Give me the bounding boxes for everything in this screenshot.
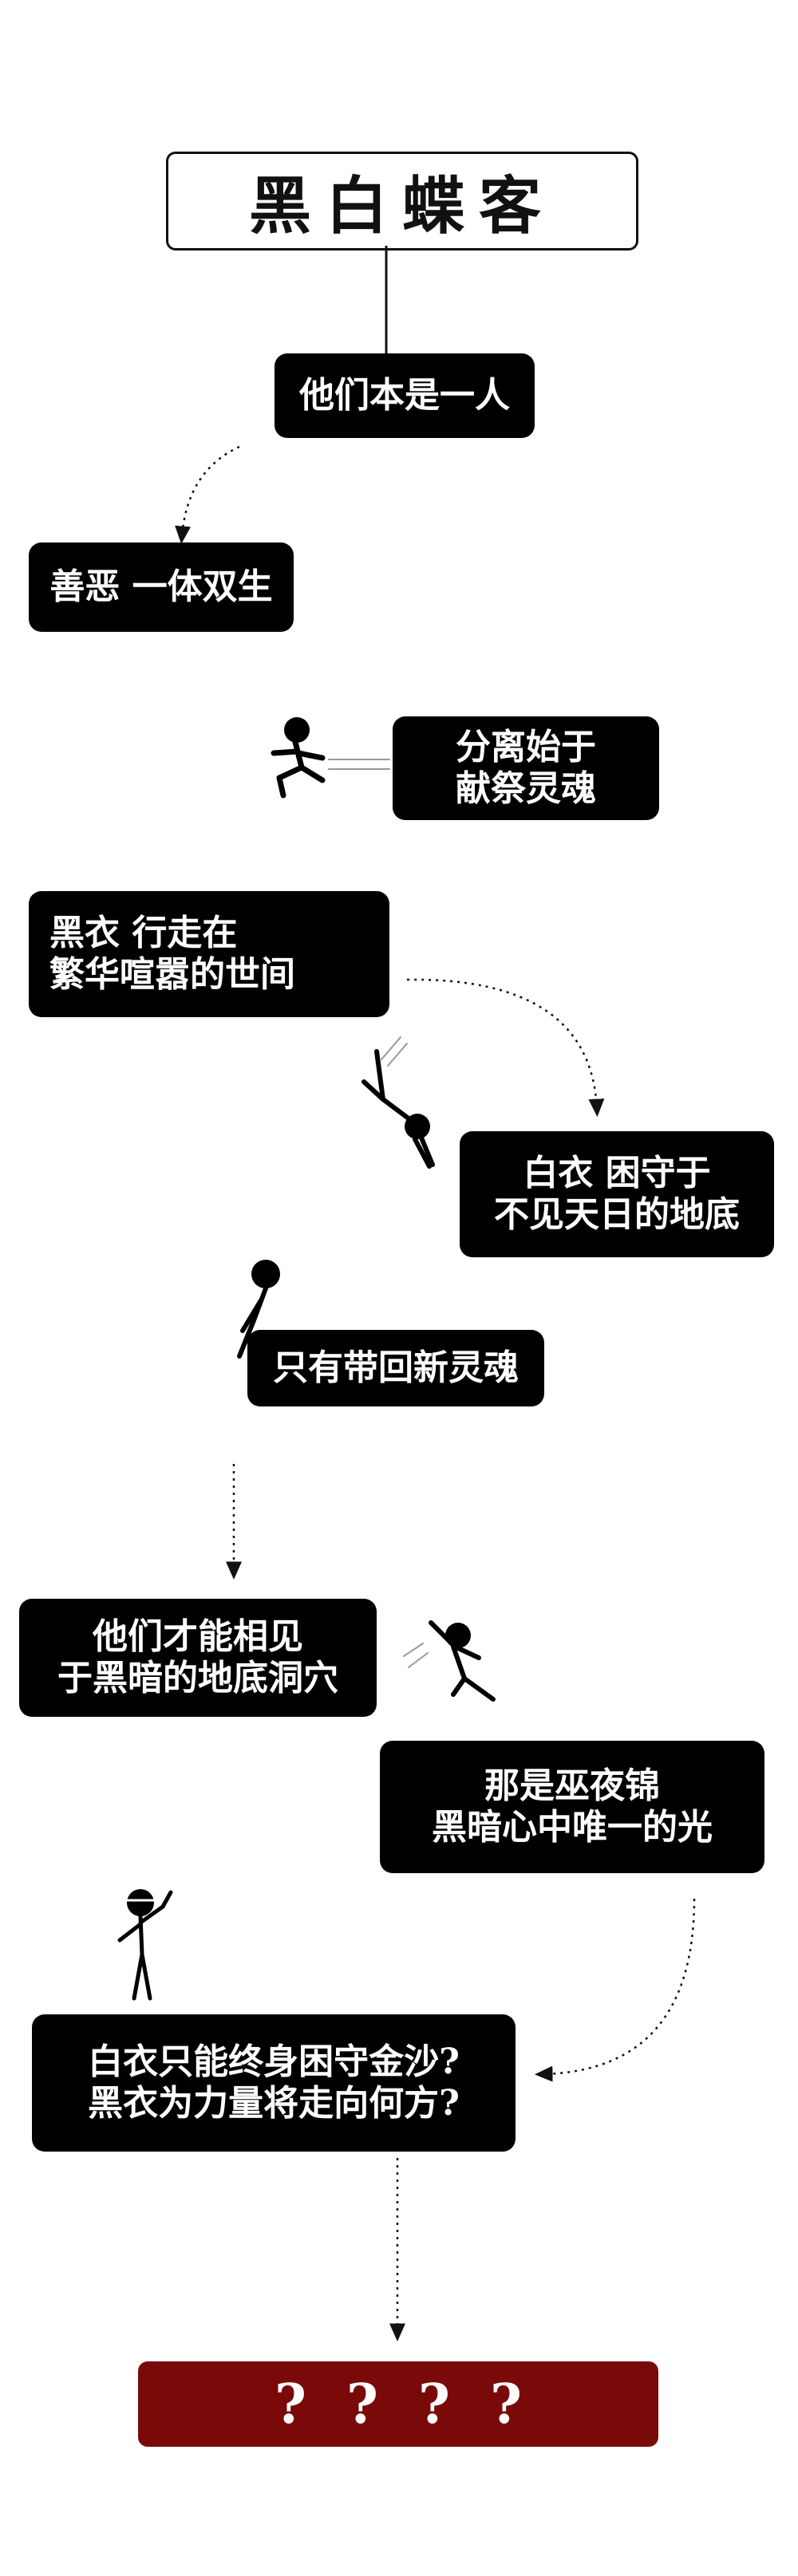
connector-1-2 xyxy=(175,445,240,544)
connector-4-5 xyxy=(406,978,605,1117)
node-new-soul: 只有带回新灵魂 xyxy=(247,1330,544,1406)
stick-figure-standing-icon xyxy=(117,1889,173,2001)
node-black-walks: 黑衣 行走在 繁华喧嚣的世间 xyxy=(29,891,389,1017)
node-meet: 他们才能相见 于黑暗的地底洞穴 xyxy=(19,1599,377,1717)
question-mark: ? xyxy=(490,2372,522,2436)
stick-figure-sitting-icon xyxy=(237,1260,280,1359)
node-good-evil: 善恶 一体双生 xyxy=(29,542,294,632)
question-mark: ? xyxy=(418,2372,450,2436)
question-mark: ? xyxy=(275,2372,306,2436)
final-question-box: ? ? ? ? xyxy=(138,2361,658,2447)
node-light: 那是巫夜锦 黑暗心中唯一的光 xyxy=(380,1741,764,1873)
question-mark: ? xyxy=(346,2372,378,2436)
page-title: 黑白蝶客 xyxy=(166,152,638,250)
connector-8-9 xyxy=(535,1898,696,2082)
stick-figure-running-icon xyxy=(271,717,390,799)
node-one-person: 他们本是一人 xyxy=(275,353,535,438)
stick-figure-jumping-icon xyxy=(403,1620,496,1702)
node-white-trapped: 白衣 困守于 不见天日的地底 xyxy=(460,1131,774,1257)
stick-figure-falling-icon xyxy=(361,1036,435,1169)
node-separation: 分离始于 献祭灵魂 xyxy=(393,716,659,820)
node-question: 白衣只能终身困守金沙? 黑衣为力量将走向何方? xyxy=(32,2014,516,2152)
